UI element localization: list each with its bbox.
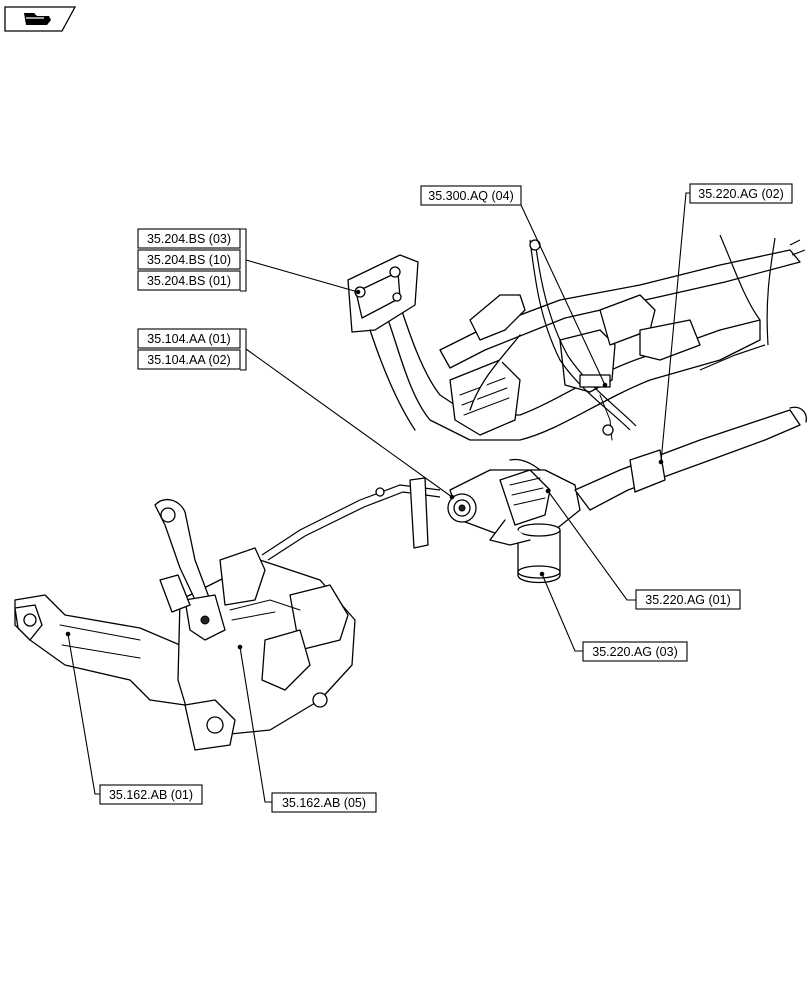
callout-35-300-aq-04[interactable]: 35.300.AQ (04) — [420, 185, 522, 206]
callout-label: 35.300.AQ (04) — [428, 189, 513, 203]
upper-harness-frame — [379, 234, 806, 441]
callout-35-204-bs-10[interactable]: 35.204.BS (10) — [137, 249, 241, 270]
mounting-bracket — [347, 254, 419, 431]
callout-group-35-104-aa: 35.104.AA (01) 35.104.AA (02) — [137, 328, 247, 371]
hitch-assembly — [14, 499, 356, 751]
connecting-tube — [261, 477, 441, 561]
callout-35-162-ab-01[interactable]: 35.162.AB (01) — [99, 784, 203, 805]
callout-label: 35.204.BS (01) — [147, 274, 231, 288]
callout-35-204-bs-01[interactable]: 35.204.BS (01) — [137, 270, 241, 291]
callout-label: 35.104.AA (01) — [147, 332, 230, 346]
callout-group-35-204-bs: 35.204.BS (03) 35.204.BS (10) 35.204.BS … — [137, 228, 247, 292]
callout-35-204-bs-03[interactable]: 35.204.BS (03) — [137, 228, 241, 249]
callout-35-162-ab-05[interactable]: 35.162.AB (05) — [271, 792, 377, 813]
callout-label: 35.220.AG (03) — [592, 645, 677, 659]
callout-35-104-aa-02[interactable]: 35.104.AA (02) — [137, 349, 241, 370]
callout-label: 35.204.BS (03) — [147, 232, 231, 246]
callout-35-220-ag-02[interactable]: 35.220.AG (02) — [689, 183, 793, 204]
assembly-drawing — [14, 234, 807, 751]
callout-35-220-ag-01[interactable]: 35.220.AG (01) — [635, 589, 741, 610]
page-navigation-icon — [24, 13, 51, 25]
callout-35-220-ag-03[interactable]: 35.220.AG (03) — [582, 641, 688, 662]
callout-label: 35.220.AG (02) — [698, 187, 783, 201]
leader-lines — [65, 192, 690, 803]
callout-label: 35.204.BS (10) — [147, 253, 231, 267]
nav-button[interactable] — [4, 6, 76, 32]
callout-35-104-aa-01[interactable]: 35.104.AA (01) — [137, 328, 241, 349]
callout-label: 35.104.AA (02) — [147, 353, 230, 367]
callout-label: 35.162.AB (01) — [109, 788, 193, 802]
callout-label: 35.162.AB (05) — [282, 796, 366, 810]
callout-label: 35.220.AG (01) — [645, 593, 730, 607]
pump-assembly — [447, 406, 807, 584]
